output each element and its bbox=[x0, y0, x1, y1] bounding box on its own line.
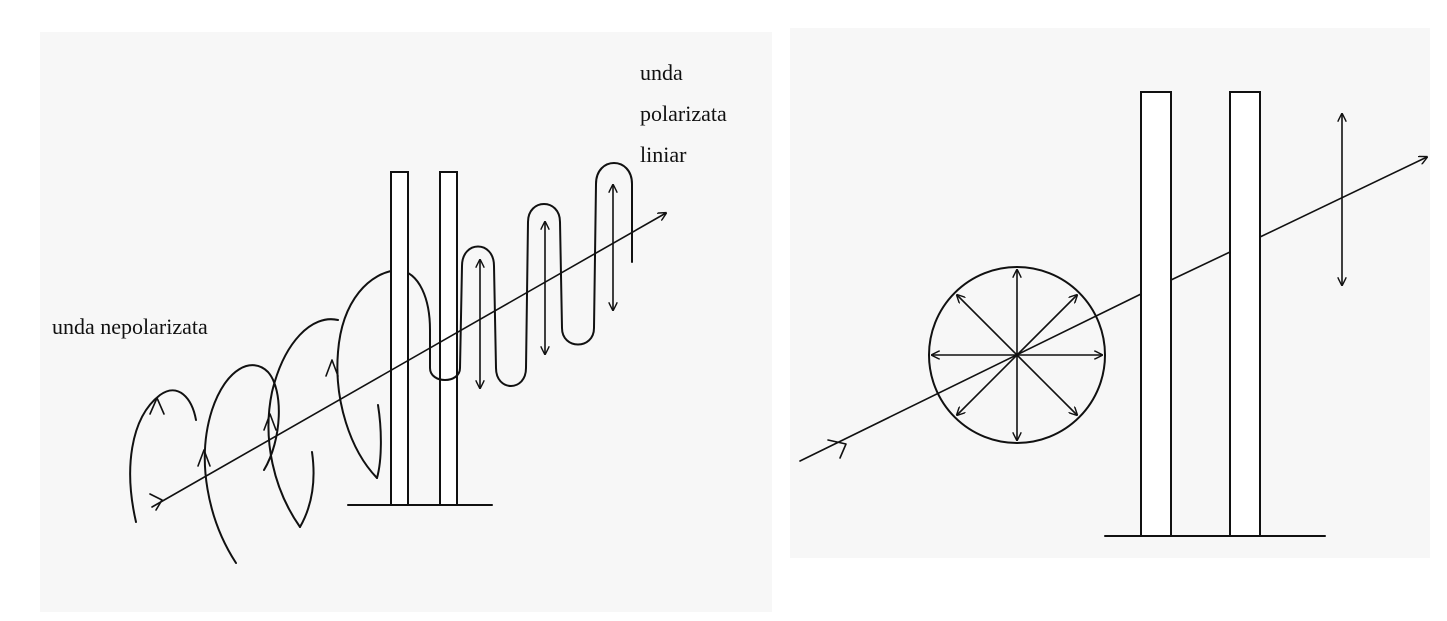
helix-arrow-1 bbox=[149, 397, 165, 415]
polarized-wave bbox=[429, 162, 633, 387]
label-unpolarized-wave: unda nepolarizata bbox=[52, 314, 208, 339]
field-ray-ne bbox=[1016, 295, 1077, 356]
polarizer-plate-1 bbox=[390, 171, 409, 506]
unpolarized-field-circle bbox=[928, 266, 1106, 444]
helix-loop-4b bbox=[376, 404, 382, 479]
field-ray-se bbox=[1016, 354, 1077, 415]
polarizer-left bbox=[347, 171, 493, 506]
beam-between bbox=[1170, 251, 1231, 281]
polarizer-plate-3 bbox=[1140, 91, 1172, 537]
helix-arrow-3 bbox=[263, 413, 277, 431]
field-circle bbox=[928, 266, 1106, 444]
polarizer-plate-4 bbox=[1229, 91, 1261, 537]
polarizer-right bbox=[1104, 91, 1326, 537]
unpolarized-wave bbox=[129, 269, 431, 564]
right-panel-background bbox=[790, 28, 1430, 558]
label-polarized-line2: polarizata bbox=[640, 101, 727, 126]
beam-in bbox=[799, 293, 1142, 462]
left-panel-diagram: unda nepolarizata unda polarizata liniar bbox=[52, 60, 727, 564]
helix-arrow-2 bbox=[197, 449, 211, 467]
polarization-arrows bbox=[480, 185, 613, 388]
beam-tail-arrow bbox=[827, 439, 847, 459]
field-ray-sw bbox=[957, 354, 1018, 415]
polarizer-plate-2 bbox=[439, 171, 458, 506]
helix-loop-2 bbox=[203, 364, 280, 564]
field-ray-nw bbox=[957, 295, 1018, 356]
helix-loop-3 bbox=[267, 318, 339, 528]
label-polarized-line1: unda bbox=[640, 60, 683, 85]
propagation-axis bbox=[151, 213, 666, 508]
helix-loop-3b bbox=[299, 451, 315, 528]
axis-tail-arrow bbox=[149, 493, 163, 511]
helix-loop-4 bbox=[336, 269, 399, 479]
label-polarized-line3: liniar bbox=[640, 142, 687, 167]
helix-arrow-4 bbox=[325, 359, 339, 377]
right-panel-diagram bbox=[799, 91, 1427, 537]
helix-arrows bbox=[149, 359, 339, 467]
